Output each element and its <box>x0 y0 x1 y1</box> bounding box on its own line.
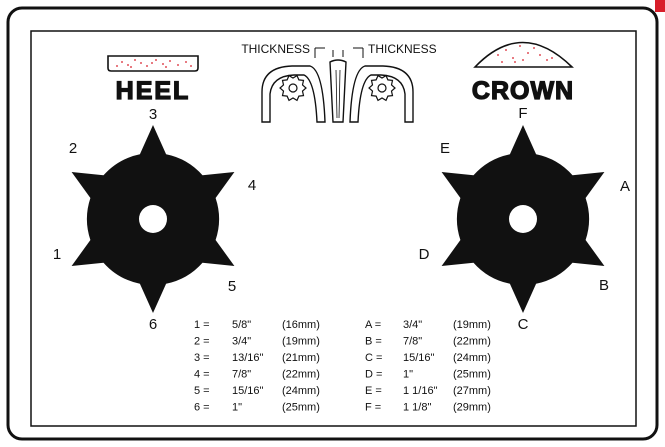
crown-title: CROWN <box>472 77 574 105</box>
heel-table-row-4-key: 4 = <box>194 369 210 381</box>
heel-sole-icon <box>107 55 199 72</box>
heel-pos-4: 4 <box>248 177 256 194</box>
heel-wheel-hole <box>139 205 167 233</box>
crown-pos-d: D <box>419 246 430 263</box>
heel-pos-6: 6 <box>149 316 157 333</box>
heel-table-row-4-inch: 7/8" <box>232 369 251 381</box>
heel-table-row-6-mm: (25mm) <box>282 402 320 414</box>
crown-pos-c: C <box>518 316 529 333</box>
left-profile-bar-icon <box>261 65 326 123</box>
crown-table-row-6-mm: (29mm) <box>453 402 491 414</box>
crown-table-row-4-mm: (25mm) <box>453 369 491 381</box>
corner-mark <box>655 0 665 12</box>
crown-table-row-5-inch: 1 1/16" <box>403 385 438 397</box>
crown-table-row-1-inch: 3/4" <box>403 319 422 331</box>
crown-wheel-hole <box>509 205 537 233</box>
thickness-diagram: THICKNESS THICKNESS <box>241 42 437 123</box>
heel-table-row-5-key: 5 = <box>194 385 210 397</box>
heel-table-row-6-inch: 1" <box>232 402 242 414</box>
heel-speckle-pattern <box>116 59 192 68</box>
crown-table-row-4-inch: 1" <box>403 369 413 381</box>
crown-table-row-1-key: A = <box>365 319 381 331</box>
crown-table-row-2-key: B = <box>365 336 382 348</box>
heel-table-row-4-mm: (22mm) <box>282 369 320 381</box>
heel-size-table: 1 = 5/8" (16mm) 2 = 3/4" (19mm) 3 = 13/16" (21mm… <box>194 319 320 414</box>
crown-profile: CROWN <box>471 41 574 106</box>
heel-table-row-2-key: 2 = <box>194 336 210 348</box>
heel-table-row-3-mm: (21mm) <box>282 352 320 364</box>
crown-table-row-4-key: D = <box>365 369 382 381</box>
heel-pos-2: 2 <box>69 140 77 157</box>
thickness-ticks <box>332 50 344 57</box>
heel-pos-1: 1 <box>53 246 61 263</box>
crown-table-row-2-mm: (22mm) <box>453 336 491 348</box>
crown-table-row-3-mm: (24mm) <box>453 352 491 364</box>
heel-table-row-6-key: 6 = <box>194 402 210 414</box>
crown-pos-a: A <box>620 178 630 195</box>
crown-table-row-6-inch: 1 1/8" <box>403 402 431 414</box>
heel-table-row-1-inch: 5/8" <box>232 319 251 331</box>
crown-table-row-5-key: E = <box>365 385 382 397</box>
crown-table-row-2-inch: 7/8" <box>403 336 422 348</box>
heel-table-row-2-mm: (19mm) <box>282 336 320 348</box>
heel-table-row-5-inch: 15/16" <box>232 385 264 397</box>
center-taper-lines <box>335 69 341 119</box>
left-gear-icon <box>279 74 307 102</box>
crown-table-row-1-mm: (19mm) <box>453 319 491 331</box>
heel-table-row-3-key: 3 = <box>194 352 210 364</box>
thickness-label-right: THICKNESS <box>368 42 437 56</box>
crown-wheel: A B C D E F <box>419 105 630 333</box>
crown-table-row-6-key: F = <box>365 402 381 414</box>
crown-table-row-3-inch: 15/16" <box>403 352 435 364</box>
right-profile-bar-icon <box>349 65 414 123</box>
heel-pos-3: 3 <box>149 106 157 123</box>
thickness-label-left: THICKNESS <box>241 42 310 56</box>
heel-table-row-1-mm: (16mm) <box>282 319 320 331</box>
crown-size-table: A = 3/4" (19mm) B = 7/8" (22mm) C = 15/16" (24mm… <box>365 319 491 414</box>
inner-frame <box>30 30 637 427</box>
heel-title: HEEL <box>116 77 191 105</box>
center-taper-icon <box>329 59 347 123</box>
heel-pos-5: 5 <box>228 278 236 295</box>
crown-pos-b: B <box>599 277 609 294</box>
thickness-leader-left <box>314 47 325 58</box>
crown-pos-e: E <box>440 140 450 157</box>
heel-table-row-3-inch: 13/16" <box>232 352 264 364</box>
heel-table-row-1-key: 1 = <box>194 319 210 331</box>
heel-wheel: 1 2 3 4 5 6 <box>53 106 256 333</box>
heel-table-row-5-mm: (24mm) <box>282 385 320 397</box>
thickness-leader-right <box>353 47 364 58</box>
crown-sole-icon <box>473 41 574 68</box>
heel-profile: HEEL <box>107 55 199 106</box>
right-gear-icon <box>368 74 396 102</box>
crown-speckle-pattern <box>497 45 553 63</box>
crown-table-row-5-mm: (27mm) <box>453 385 491 397</box>
outer-frame <box>6 6 659 441</box>
heel-table-row-2-inch: 3/4" <box>232 336 251 348</box>
crown-table-row-3-key: C = <box>365 352 382 364</box>
crown-pos-f: F <box>518 105 527 122</box>
